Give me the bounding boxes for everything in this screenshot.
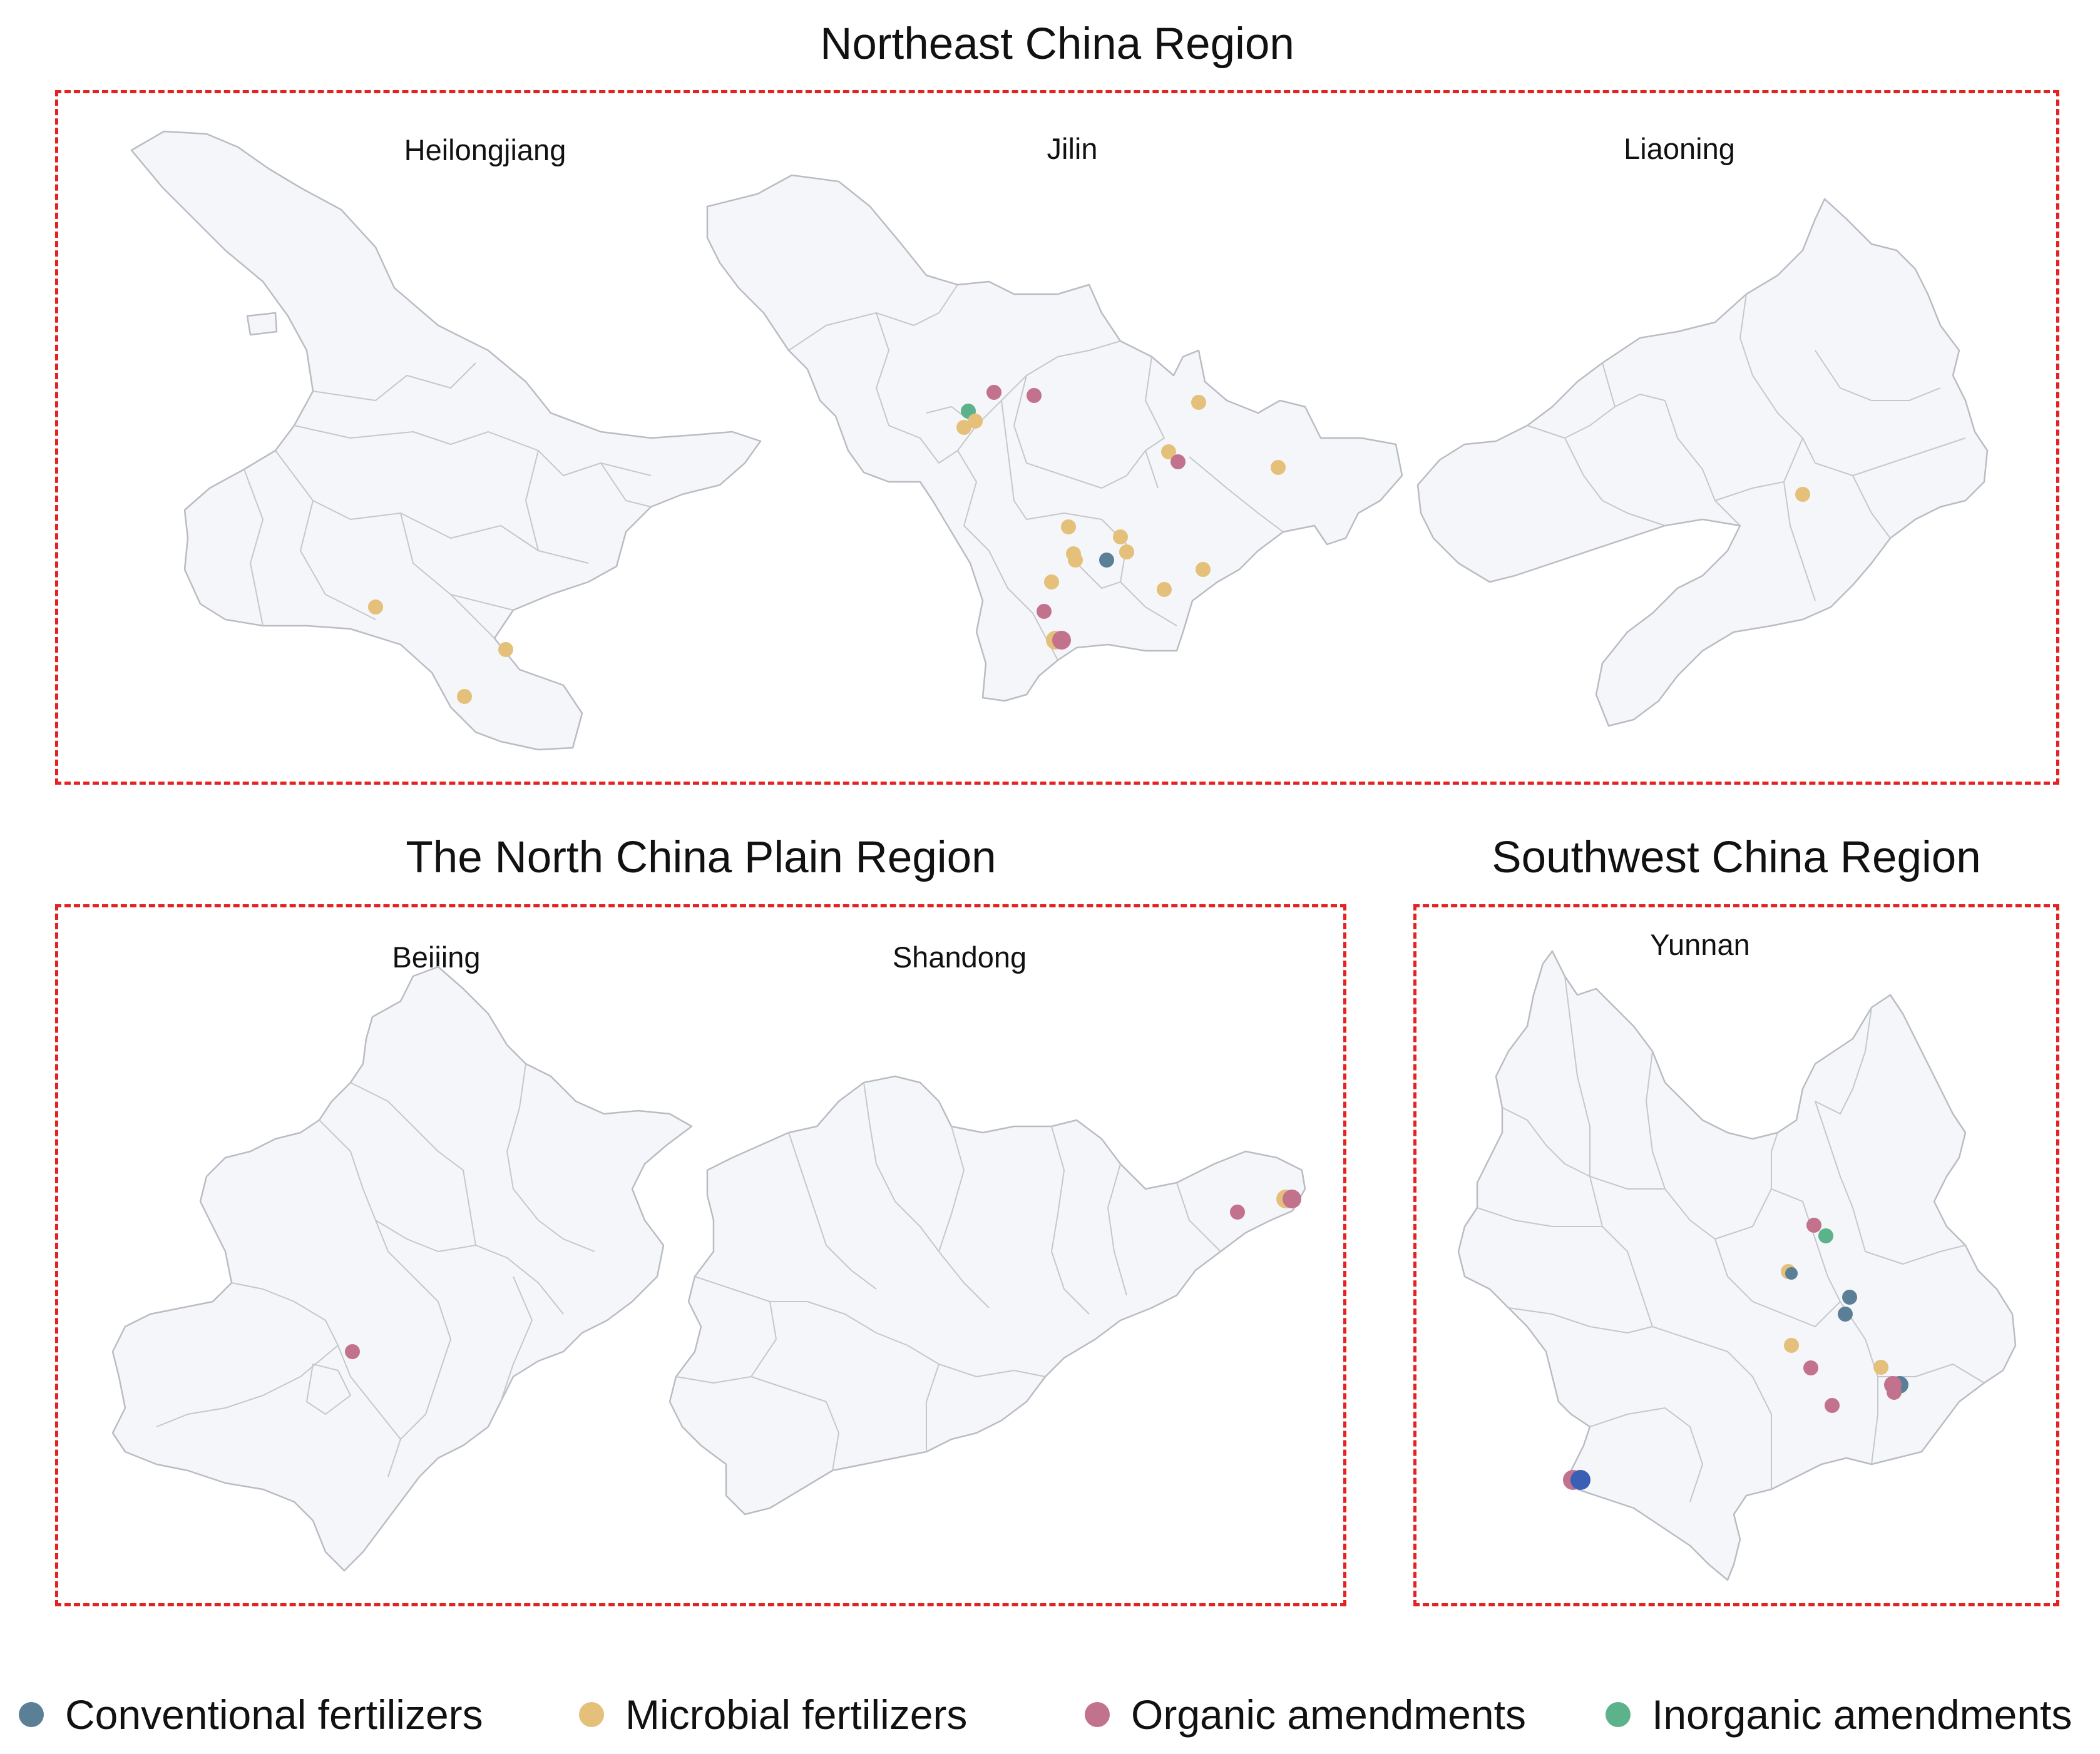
legend-item-microbial: Microbial fertilizers — [579, 1683, 967, 1746]
site-marker-conventional — [1838, 1307, 1853, 1322]
site-marker-microbial — [1068, 553, 1083, 568]
province-label-liaoning: Liaoning — [1624, 132, 1735, 165]
site-marker-microbial — [1873, 1360, 1888, 1375]
site-marker-microbial — [956, 420, 971, 435]
site-marker-organic — [1283, 1190, 1301, 1208]
legend-item-inorganic: Inorganic amendments — [1606, 1683, 2072, 1746]
jilin-outline — [706, 174, 1403, 702]
site-marker-organic — [1806, 1218, 1821, 1233]
site-marker-microbial — [1191, 395, 1206, 410]
site-marker-microbial — [368, 599, 383, 614]
legend-marker-organic — [1085, 1702, 1110, 1727]
site-marker-organic — [1803, 1360, 1818, 1375]
site-marker-organic — [1027, 388, 1042, 403]
site-marker-organic — [1825, 1398, 1840, 1413]
site-marker-microbial — [1784, 1338, 1799, 1353]
region-box-north-china-plain — [55, 904, 1346, 1606]
site-marker-microbial — [1795, 487, 1810, 502]
legend-label-organic: Organic amendments — [1131, 1691, 1526, 1738]
legend-marker-inorganic — [1606, 1702, 1631, 1727]
site-marker-inorganic — [1818, 1228, 1833, 1243]
site-marker-microbial — [457, 689, 472, 704]
region-title-southwest: Southwest China Region — [1492, 833, 1981, 882]
site-marker-organic — [345, 1344, 360, 1359]
legend-item-conventional: Conventional fertilizers — [19, 1683, 483, 1746]
site-marker-organic — [1230, 1205, 1245, 1220]
site-marker-microbial — [498, 642, 513, 657]
site-marker-microbial — [968, 414, 983, 429]
site-marker-conventional — [1099, 553, 1114, 568]
site-marker-conventional — [1785, 1267, 1798, 1280]
site-marker-microbial — [1044, 574, 1059, 589]
heilongjiang-island — [246, 312, 278, 336]
site-marker-microbial — [1113, 529, 1128, 544]
beijing-outline — [111, 966, 693, 1572]
province-label-shandong: Shandong — [892, 941, 1027, 974]
legend-marker-conventional — [19, 1702, 44, 1727]
province-label-jilin: Jilin — [1047, 132, 1098, 165]
liaoning-outline — [1416, 198, 1989, 727]
site-marker-organic — [1170, 454, 1186, 469]
site-marker-microbial — [1157, 582, 1172, 597]
legend-label-conventional: Conventional fertilizers — [65, 1691, 483, 1738]
province-label-yunnan: Yunnan — [1650, 928, 1750, 961]
legend-marker-microbial — [579, 1702, 604, 1727]
site-marker-microbial — [1196, 562, 1211, 577]
region-title-northeast: Northeast China Region — [820, 19, 1294, 69]
site-marker-microbial — [1161, 444, 1176, 459]
site-marker-microbial — [1119, 544, 1134, 559]
region-box-southwest — [1413, 904, 2059, 1606]
site-marker-organic — [986, 385, 1001, 400]
legend-item-organic: Organic amendments — [1085, 1683, 1526, 1746]
site-marker-microbial — [1061, 519, 1076, 534]
site-marker-organic — [1887, 1385, 1902, 1400]
site-marker-organic — [1037, 604, 1052, 619]
site-marker-conventional — [1570, 1470, 1590, 1490]
site-marker-organic — [1052, 631, 1071, 650]
site-marker-microbial — [1271, 460, 1286, 475]
region-title-north-china-plain: The North China Plain Region — [406, 833, 996, 882]
region-box-northeast — [55, 90, 2059, 785]
legend: Conventional fertilizers Microbial ferti… — [0, 1683, 2100, 1746]
site-marker-conventional — [1842, 1290, 1857, 1305]
shandong-outline — [668, 1075, 1306, 1516]
province-label-heilongjiang: Heilongjiang — [404, 133, 566, 166]
legend-label-microbial: Microbial fertilizers — [625, 1691, 968, 1738]
heilongjiang-outline — [130, 130, 762, 751]
legend-label-inorganic: Inorganic amendments — [1652, 1691, 2072, 1738]
